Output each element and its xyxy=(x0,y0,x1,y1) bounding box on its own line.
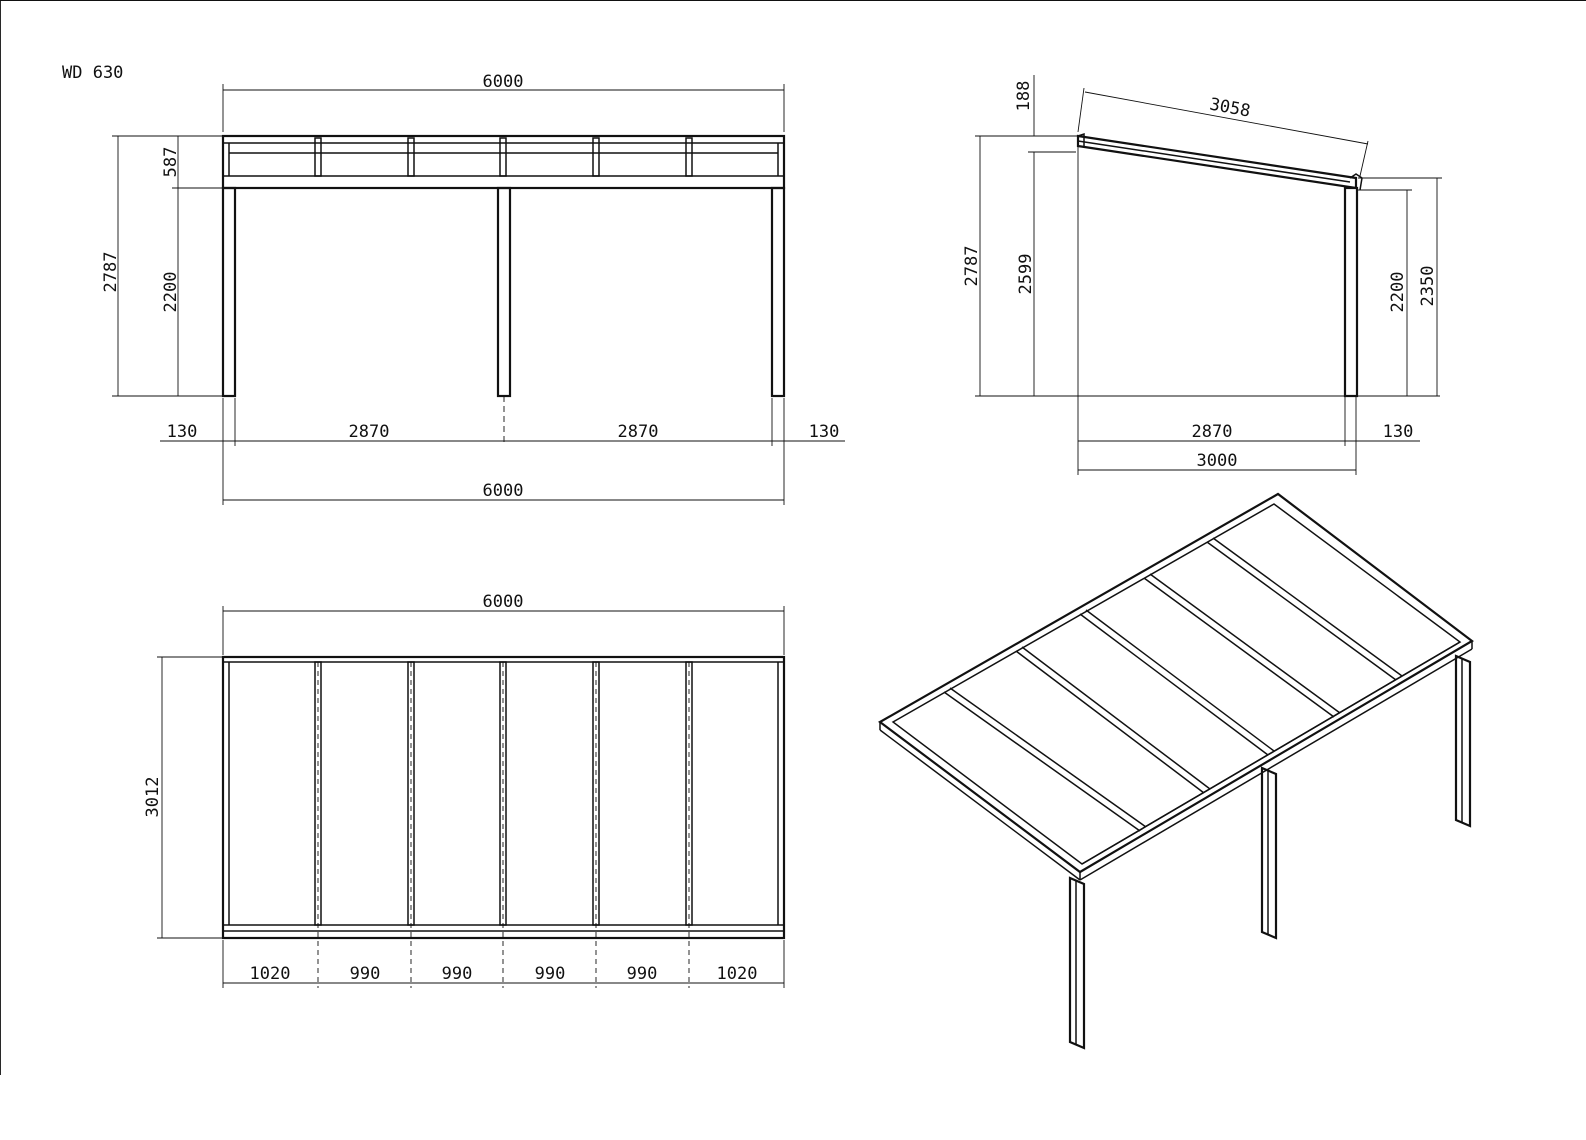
top-bay-2: 990 xyxy=(350,964,381,984)
top-depth: 3012 xyxy=(143,777,163,818)
top-bay-5: 990 xyxy=(627,964,658,984)
front-overall-width-top: 6000 xyxy=(483,72,524,92)
top-view: 6000 3012 1020 990 990 990 990 1020 xyxy=(143,592,786,988)
isometric-view xyxy=(878,492,1474,1050)
front-total-height: 2787 xyxy=(101,252,121,293)
top-bay-3: 990 xyxy=(442,964,473,984)
front-roof-height: 587 xyxy=(161,147,181,178)
side-total-height: 2787 xyxy=(962,246,982,287)
top-bay-6: 1020 xyxy=(717,964,758,984)
front-clear-height: 2200 xyxy=(161,272,181,313)
front-span-left: 2870 xyxy=(349,422,390,442)
side-wall-height: 2599 xyxy=(1016,254,1036,295)
top-bay-4: 990 xyxy=(535,964,566,984)
front-overhang-left: 130 xyxy=(167,422,198,442)
top-bay-1: 1020 xyxy=(250,964,291,984)
side-gutter-height: 188 xyxy=(1014,81,1034,112)
top-overall-width: 6000 xyxy=(483,592,524,612)
front-span-right: 2870 xyxy=(618,422,659,442)
front-view: 6000 2787 587 2200 130 xyxy=(101,72,845,505)
side-depth-span: 2870 xyxy=(1192,422,1233,442)
front-overall-width-bottom: 6000 xyxy=(483,481,524,501)
side-overhang: 130 xyxy=(1383,422,1414,442)
side-view: 3058 188 2787 2599 2200 2350 2870 130 30… xyxy=(962,75,1442,475)
front-overhang-right: 130 xyxy=(809,422,840,442)
model-label: WD 630 xyxy=(62,63,123,83)
side-overall-depth: 3000 xyxy=(1197,451,1238,471)
side-rafter-length: 3058 xyxy=(1208,95,1252,122)
side-front-height: 2350 xyxy=(1418,266,1438,307)
side-post-height: 2200 xyxy=(1388,272,1408,313)
